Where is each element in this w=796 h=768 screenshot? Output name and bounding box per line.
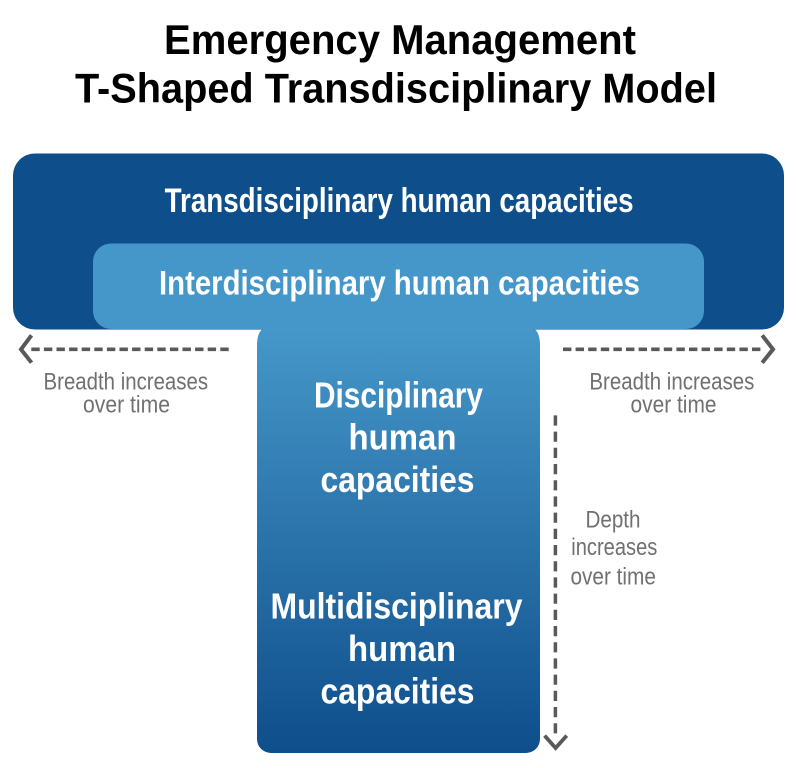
svg-text:Emergency Management: Emergency Management [164, 16, 636, 63]
svg-text:capacities: capacities [321, 459, 475, 500]
svg-text:Depth: Depth [586, 506, 641, 533]
svg-text:over time: over time [570, 564, 656, 591]
svg-text:capacities: capacities [321, 671, 475, 712]
svg-text:increases: increases [571, 534, 657, 561]
svg-text:human: human [348, 628, 456, 669]
svg-text:Transdisciplinary human capaci: Transdisciplinary human capacities [165, 182, 634, 220]
svg-text:Breadth increases: Breadth increases [44, 368, 209, 395]
svg-text:over time: over time [631, 391, 717, 418]
svg-text:Breadth increases: Breadth increases [589, 368, 754, 395]
svg-text:T-Shaped Transdisciplinary Mod: T-Shaped Transdisciplinary Model [75, 65, 717, 112]
svg-text:Multidisciplinary: Multidisciplinary [271, 586, 523, 627]
svg-text:Disciplinary: Disciplinary [314, 375, 483, 416]
svg-text:over time: over time [83, 391, 170, 418]
svg-text:human: human [349, 417, 457, 458]
svg-text:Interdisciplinary human capaci: Interdisciplinary human capacities [159, 264, 640, 302]
